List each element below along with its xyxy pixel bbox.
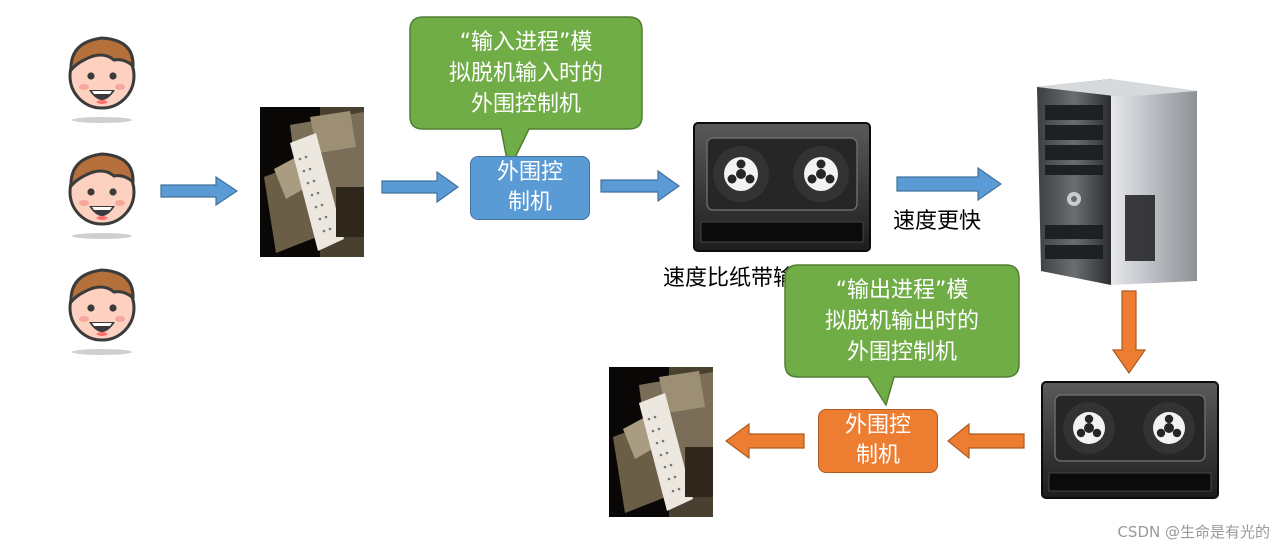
user-face-icon-2 — [62, 140, 142, 240]
user-face-icon-1 — [62, 24, 142, 124]
arrow-down-icon-computer-to-tape — [1112, 290, 1146, 374]
computer-tower-icon — [1033, 75, 1199, 287]
tape-drive-icon-input — [693, 122, 871, 252]
csdn-watermark: CSDN @生命是有光的 — [1117, 523, 1270, 541]
paper-tape-printer-image — [609, 367, 713, 517]
input-peripheral-controller-box: 外围控 制机 — [470, 156, 590, 220]
user-face-icon-3 — [62, 256, 142, 356]
arrow-right-icon-tape-to-computer — [896, 167, 1002, 201]
arrow-right-icon-controller-to-tape — [600, 170, 680, 202]
speed-faster-label: 速度更快 — [893, 209, 982, 234]
arrow-right-icon-reader-to-controller — [381, 171, 459, 203]
arrow-left-icon-tape-to-controller — [947, 423, 1025, 459]
output-peripheral-controller-box: 外围控 制机 — [818, 409, 938, 473]
arrow-left-icon-controller-to-printer — [725, 423, 805, 459]
output-process-callout: “输出进程”模 拟脱机输出时的 外围控制机 — [784, 264, 1020, 406]
tape-drive-icon-output — [1041, 381, 1219, 499]
output-process-callout-text: “输出进程”模 拟脱机输出时的 外围控制机 — [824, 277, 979, 365]
input-process-callout: “输入进程”模 拟脱机输入时的 外围控制机 — [409, 16, 643, 172]
paper-tape-reader-image — [260, 107, 364, 257]
input-process-callout-text: “输入进程”模 拟脱机输入时的 外围控制机 — [448, 29, 603, 117]
arrow-right-icon-users-to-reader — [160, 176, 238, 206]
